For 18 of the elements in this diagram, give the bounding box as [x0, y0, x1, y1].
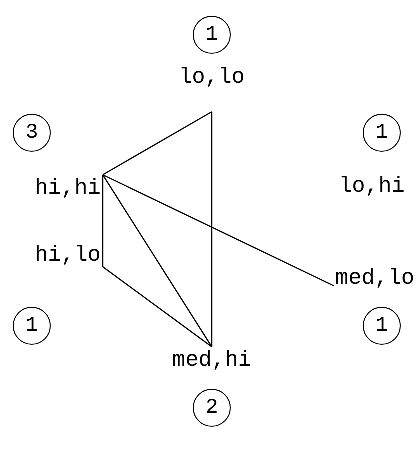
vertex-label: med,lo [335, 267, 415, 291]
numbered-circle: 1 [363, 114, 401, 152]
vertex-label: lo,hi [338, 175, 405, 199]
edge-line [102, 111, 212, 176]
vertex-label: lo,lo [178, 66, 245, 90]
vertex-label: hi,lo [34, 244, 101, 268]
edge-line [102, 175, 104, 267]
vertex-label: hi,hi [34, 177, 101, 201]
numbered-circle: 1 [13, 307, 51, 345]
numbered-circle: 1 [363, 307, 401, 345]
numbered-circle: 1 [193, 16, 231, 54]
edge-line [102, 266, 212, 348]
edge-line [211, 112, 213, 347]
edge-line [102, 174, 334, 287]
numbered-circle: 3 [13, 114, 51, 152]
vertex-label: med,hi [172, 349, 252, 373]
edge-line [102, 174, 212, 348]
numbered-circle: 2 [193, 389, 231, 427]
